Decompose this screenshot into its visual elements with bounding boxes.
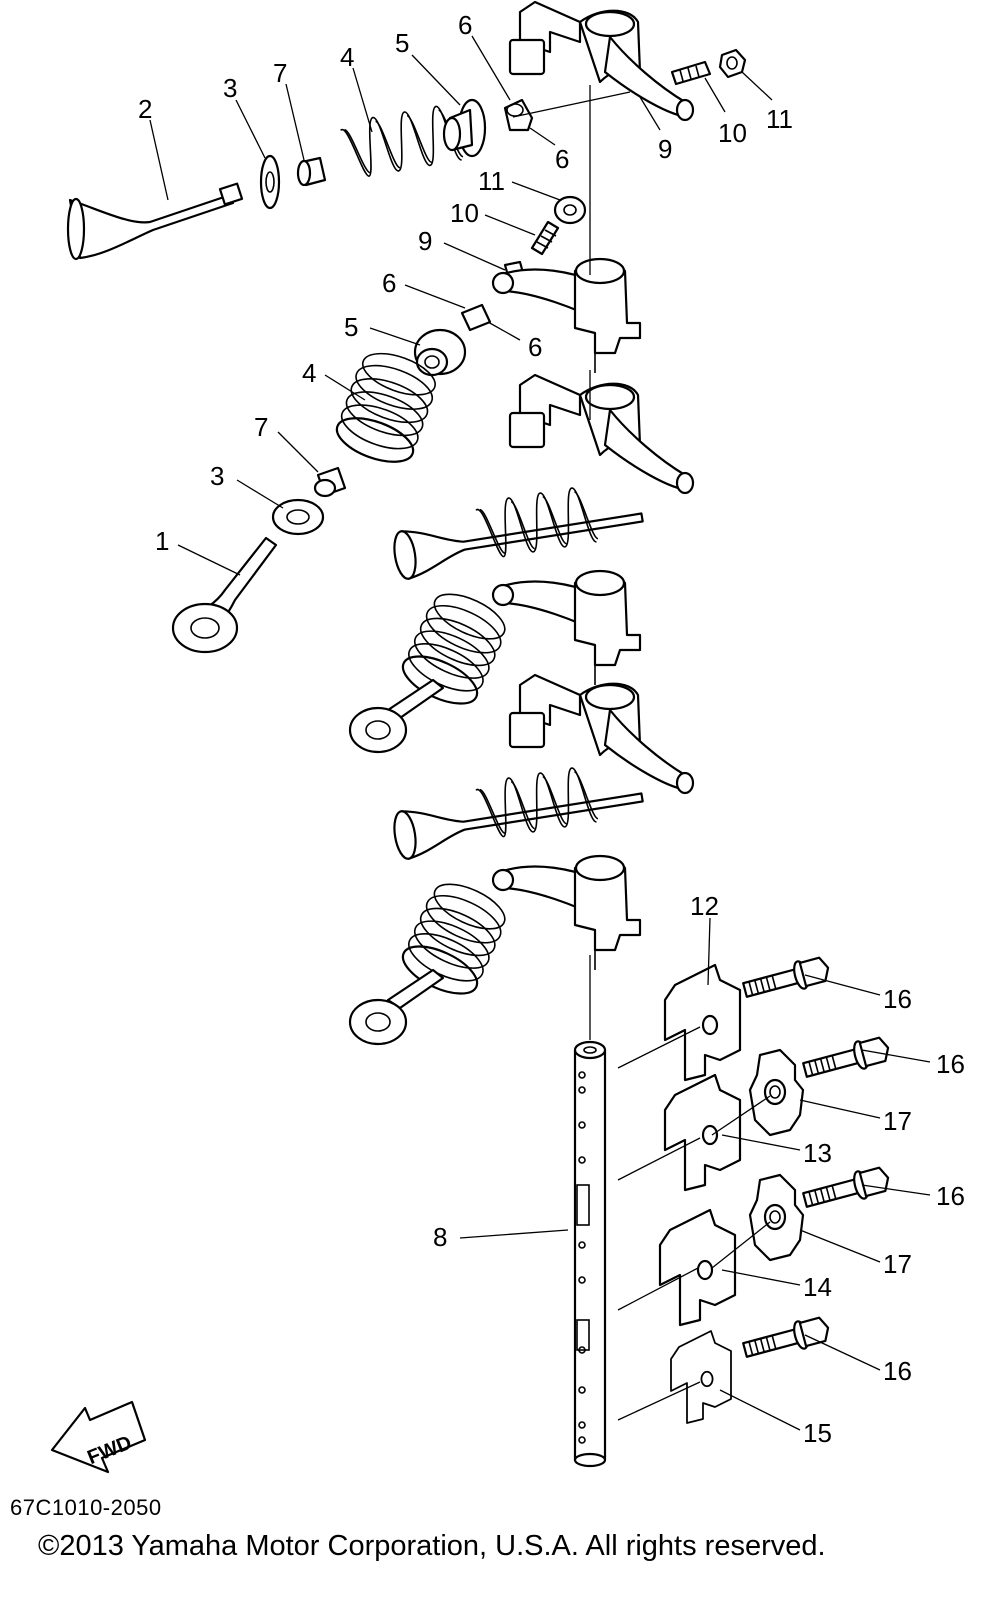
- callout-6-upper-right: 6: [555, 144, 569, 174]
- callout-5-mid: 5: [344, 312, 358, 342]
- callout-2: 2: [138, 94, 152, 124]
- rocker-arm-9-top: [508, 0, 695, 122]
- adjuster-screw-10-mid: [530, 220, 560, 256]
- callout-16-a: 16: [883, 984, 912, 1014]
- callout-5-upper: 5: [395, 28, 409, 58]
- callout-17-upper: 17: [883, 1106, 912, 1136]
- callout-15: 15: [803, 1418, 832, 1448]
- callout-16-b: 16: [936, 1049, 965, 1079]
- rocker-arm-fourth: [491, 569, 642, 687]
- rocker-arm-third: [508, 373, 695, 495]
- callout-3-mid: 3: [210, 461, 224, 491]
- callout-11-mid: 11: [478, 166, 505, 196]
- callout-6-mid-left: 6: [382, 268, 396, 298]
- rocker-shaft-8: [573, 1040, 607, 1468]
- rocker-arm-sixth: [491, 854, 642, 972]
- bracket-13: [663, 1073, 742, 1192]
- seal-7-mid: [313, 466, 347, 498]
- callout-12: 12: [690, 891, 719, 921]
- callout-14: 14: [803, 1272, 832, 1302]
- bolt-16-c: [800, 1163, 893, 1215]
- retainer-17-lower: [748, 1173, 805, 1262]
- callout-6-top: 6: [458, 10, 472, 40]
- washer-3-upper: [259, 154, 281, 210]
- callout-9-upper: 9: [658, 134, 672, 164]
- bracket-15: [670, 1330, 732, 1424]
- callout-3-upper: 3: [223, 73, 237, 103]
- callout-8: 8: [433, 1222, 447, 1252]
- retainer-17-upper: [748, 1048, 805, 1137]
- copyright-notice: ©2013 Yamaha Motor Corporation, U.S.A. A…: [38, 1530, 826, 1562]
- cotter-6-upper: [503, 98, 534, 132]
- callout-13: 13: [803, 1138, 832, 1168]
- valve-sixth: [348, 968, 445, 1046]
- valve-horizontal-fifth: [390, 772, 647, 862]
- valve-horizontal-third: [390, 492, 647, 582]
- callout-9-mid: 9: [418, 226, 432, 256]
- callout-16-c: 16: [936, 1181, 965, 1211]
- rocker-arm-9-second: [491, 257, 642, 375]
- callout-7-mid: 7: [254, 412, 268, 442]
- diagram-code: 67C1010-2050: [10, 1495, 162, 1520]
- fwd-arrow-icon: FWD: [50, 1400, 147, 1474]
- bolt-16-d: [740, 1313, 833, 1365]
- callout-1: 1: [155, 526, 169, 556]
- callout-11-upper: 11: [766, 104, 793, 134]
- valve-1: [171, 536, 278, 654]
- bracket-14: [658, 1208, 737, 1327]
- valve-fourth: [348, 678, 445, 754]
- callout-10-upper: 10: [718, 118, 747, 148]
- callout-17-lower: 17: [883, 1249, 912, 1279]
- nut-11-upper: [718, 48, 747, 79]
- callout-4-upper: 4: [340, 42, 354, 72]
- washer-3-mid: [271, 498, 325, 536]
- cotter-6-mid: [460, 303, 492, 332]
- callout-4-mid: 4: [302, 358, 316, 388]
- callout-6-mid-right: 6: [528, 332, 542, 362]
- seal-7-upper: [296, 156, 327, 187]
- bracket-12: [663, 963, 742, 1082]
- valve-2: [66, 182, 244, 261]
- callout-7-upper: 7: [273, 58, 287, 88]
- bolt-16-b: [800, 1033, 893, 1085]
- callout-10-mid: 10: [450, 198, 479, 228]
- adjuster-screw-10-upper: [670, 60, 712, 86]
- callout-16-d: 16: [883, 1356, 912, 1386]
- nut-11-mid: [553, 195, 587, 225]
- retainer-5-upper: [442, 98, 487, 158]
